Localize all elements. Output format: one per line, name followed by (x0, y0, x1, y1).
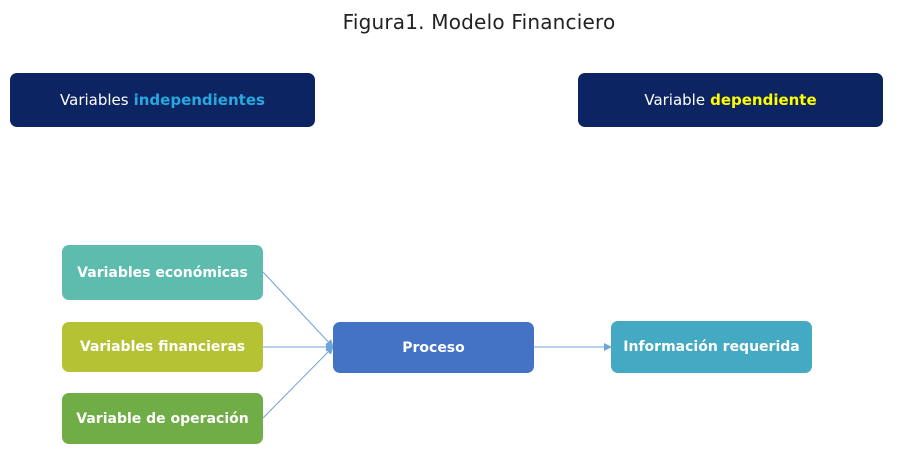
connector-economic-to-process (262, 271, 334, 348)
node-economic-label: Variables económicas (77, 264, 248, 281)
node-financial-label: Variables financieras (79, 339, 246, 355)
node-operation-label: Variable de operación (76, 410, 249, 427)
node-process: Proceso (333, 322, 534, 373)
node-process-label: Proceso (402, 339, 465, 356)
node-economic-variables: Variables económicas (62, 245, 263, 300)
node-required-information: Información requerida (611, 321, 812, 373)
dependent-highlight: dependiente (710, 91, 817, 109)
dependent-prefix: Variable (644, 91, 706, 109)
node-operation-variable: Variable de operación (62, 393, 263, 444)
independent-highlight: independientes (133, 91, 265, 109)
node-output-label: Información requerida (623, 339, 800, 355)
node-financial-variables: Variables financieras (62, 322, 263, 372)
figure-title: Figura1. Modelo Financiero (342, 10, 616, 34)
dependent-variable-header: Variable dependiente (578, 73, 883, 127)
independent-variables-header: Variables independientes (10, 73, 315, 127)
connector-operation-to-process (262, 346, 334, 419)
independent-prefix: Variables (60, 91, 129, 109)
